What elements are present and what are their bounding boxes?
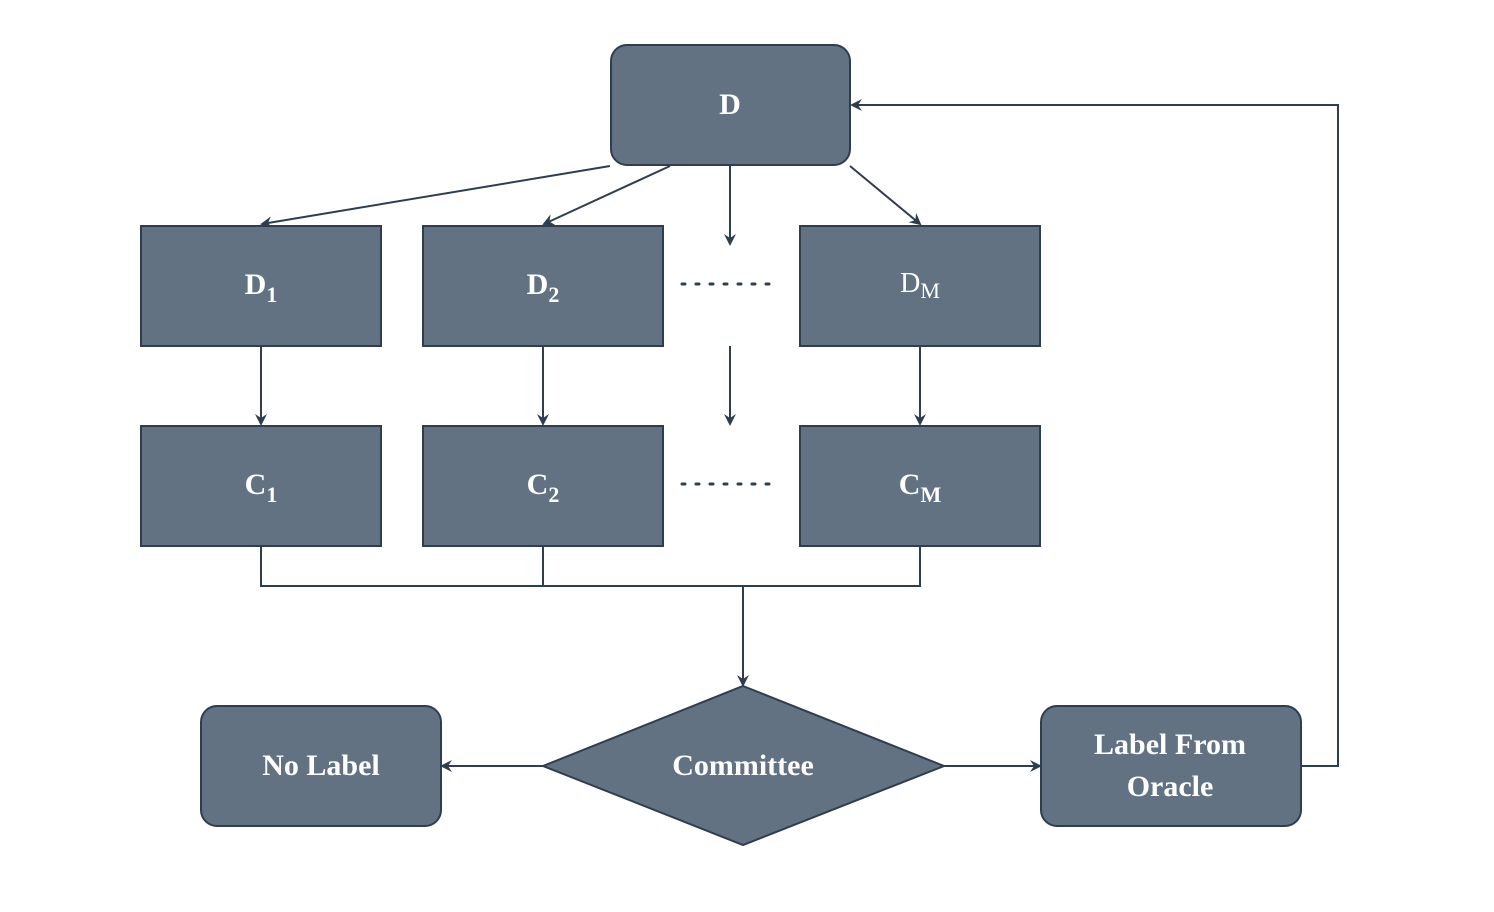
edge-d-to-d2	[542, 165, 671, 226]
svg-text:D1: D1	[245, 268, 278, 307]
edge-c-merge	[260, 546, 921, 587]
svg-text:CM: CM	[899, 468, 942, 507]
node-c2: C2	[422, 425, 664, 547]
node-oracle: Label From Oracle	[1040, 705, 1302, 827]
node-oracle-line2: Oracle	[1127, 770, 1214, 803]
node-cm: CM	[799, 425, 1041, 547]
svg-text:D2: D2	[527, 268, 560, 307]
node-d: D	[610, 44, 851, 166]
edge-d-to-dm	[849, 165, 922, 226]
node-oracle-line1: Label From	[1094, 728, 1246, 761]
node-cm-sub: M	[920, 482, 941, 507]
node-d-label: D	[719, 88, 741, 121]
node-d1-sub: 1	[266, 282, 277, 307]
node-dm-label: D	[900, 268, 920, 299]
node-d1: D1	[140, 225, 382, 347]
node-dm: DM	[799, 225, 1041, 347]
node-c1-sub: 1	[266, 482, 277, 507]
node-c2-label: C	[527, 468, 549, 501]
edge-oracle-to-d	[850, 99, 1339, 767]
node-c1: C1	[140, 425, 382, 547]
node-d2: D2	[422, 225, 664, 347]
node-dm-sub: M	[920, 278, 940, 303]
node-no-label: No Label	[200, 705, 442, 827]
node-d2-sub: 2	[548, 282, 559, 307]
node-d2-label: D	[527, 268, 549, 301]
edge-d-to-d1	[260, 165, 611, 229]
svg-text:C2: C2	[527, 468, 560, 507]
svg-text:DM: DM	[900, 268, 940, 303]
svg-text:C1: C1	[245, 468, 278, 507]
node-d1-label: D	[245, 268, 267, 301]
edges	[255, 99, 1339, 772]
node-committee-label: Committee	[672, 749, 814, 782]
node-c2-sub: 2	[548, 482, 559, 507]
node-c1-label: C	[245, 468, 267, 501]
node-cm-label: C	[899, 468, 921, 501]
node-no-label-label: No Label	[262, 749, 380, 782]
node-committee: Committee	[540, 684, 947, 847]
